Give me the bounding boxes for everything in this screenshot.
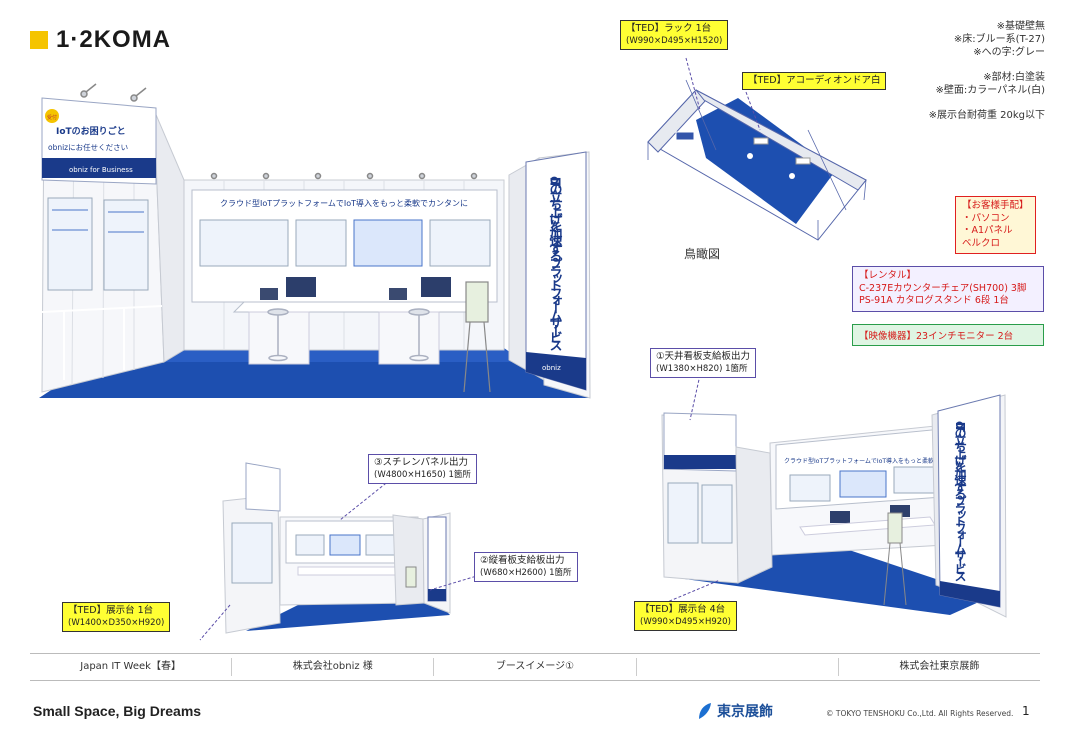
note-line: ※基礎壁無 — [996, 21, 1045, 32]
vertical-sign-text-small: IoTの立ち上げを加速するプラットフォームサービス — [953, 421, 967, 582]
booth-headline-small: クラウド型IoTプラットフォームでIoT導入をもっと柔軟 — [784, 457, 934, 465]
footer-info-table: Japan IT Week【春】 株式会社obniz 様 ブースイメージ① 株式… — [30, 653, 1040, 681]
video-box-text: 【映像機器】23インチモニター 2台 — [859, 331, 1014, 342]
rental-box-item: PS-91A カタログスタンド 6段 1台 — [859, 295, 1009, 306]
left-sign-brand: obniz for Business — [69, 166, 133, 174]
footer-event: Japan IT Week【春】 — [30, 658, 233, 676]
callout-title: 【TED】展示台 4台 — [640, 604, 726, 615]
brand-leaf-icon — [699, 703, 711, 719]
vertical-sign-brand: obniz — [542, 364, 561, 372]
customer-box-item: ・パソコン — [962, 212, 1010, 224]
callout-vertical: ②縦看板支給板出力 (W680×H2600) 1箇所 — [474, 552, 578, 582]
footer-title: ブースイメージ① — [434, 658, 637, 676]
callout-door: 【TED】アコーディオンドア白 — [742, 72, 887, 90]
customer-box-item: ベルクロ — [962, 237, 1001, 249]
callout-rack: 【TED】ラック 1台 (W990×D495×H1520) — [620, 20, 729, 50]
birdseye-label: 鳥瞰図 — [684, 247, 721, 261]
callout-title: ③スチレンパネル出力 — [374, 457, 469, 468]
callout-title: ②縦看板支給板出力 — [480, 555, 565, 566]
left-sign-line1: IoTのお困りごと — [56, 125, 126, 137]
rental-box-item: C-237Eカウンターチェア(SH700) 3脚 — [859, 282, 1027, 294]
callout-display-right: 【TED】展示台 4台 (W990×D495×H920) — [634, 601, 737, 631]
note-line: ※展示台耐荷重 20kg以下 — [928, 110, 1045, 121]
callout-size: (W990×D495×H920) — [640, 617, 731, 627]
rental-box: 【レンタル】 C-237Eカウンターチェア(SH700) 3脚 PS-91A カ… — [852, 266, 1044, 312]
callout-title: 【TED】ラック 1台 — [626, 23, 712, 34]
customer-box-title: 【お客様手配】 — [962, 200, 1029, 211]
callout-size: (W1400×D350×H920) — [68, 618, 165, 628]
callout-title: 【TED】展示台 1台 — [68, 605, 154, 616]
booth-render-right: クラウド型IoTプラットフォームでIoT導入をもっと柔軟 IoTの立ち上げを加速… — [661, 394, 1007, 618]
brand-name: 東京展飾 — [717, 704, 773, 720]
booth-render-main: クラウド型IoTプラットフォームでIoT導入をもっと柔軟でカンタンに IoTのお… — [39, 83, 591, 399]
callout-size: (W680×H2600) 1箇所 — [480, 568, 572, 578]
customer-arrangement-box: 【お客様手配】 ・パソコン ・A1パネル ベルクロ — [955, 196, 1036, 254]
left-sign-line2: obnizにお任せください — [48, 142, 128, 152]
callout-ceiling: ①天井看板支給板出力 (W1380×H820) 1箇所 — [650, 348, 757, 378]
logo-square-icon — [30, 31, 48, 49]
note-line: ※床:ブルー系(T-27) — [953, 34, 1045, 45]
birdseye-render — [647, 79, 867, 241]
customer-box-item: ・A1パネル — [962, 225, 1013, 236]
brand-logo: 東京展飾 — [697, 701, 773, 721]
note-line: ※への字:グレー — [973, 47, 1045, 58]
callout-size: (W990×D495×H1520) — [626, 36, 723, 46]
vertical-sign-text: IoTの立ち上げを加速するプラットフォームサービス — [547, 176, 564, 352]
footer-blank — [637, 658, 839, 676]
company-logo: 1·2KOMA — [30, 26, 171, 54]
tagline: Small Space, Big Dreams — [33, 703, 202, 719]
footer-company: 株式会社東京展飾 — [899, 661, 980, 672]
callout-styrene: ③スチレンパネル出力 (W4800×H1650) 1箇所 — [368, 454, 477, 484]
note-line: ※壁面:カラーパネル(白) — [935, 85, 1045, 96]
note-line: ※部材:白塗装 — [983, 72, 1045, 83]
booth-render-left — [222, 462, 451, 634]
callout-size: (W1380×H820) 1箇所 — [656, 364, 748, 374]
callout-title: 【TED】アコーディオンドア白 — [748, 75, 881, 86]
callout-size: (W4800×H1650) 1箇所 — [374, 470, 471, 480]
logo-text: 1·2KOMA — [56, 26, 172, 53]
spec-notes: ※基礎壁無 ※床:ブルー系(T-27) ※への字:グレー ※部材:白塗装 ※壁面… — [929, 20, 1045, 122]
callout-title: ①天井看板支給板出力 — [656, 351, 751, 362]
booth-headline: クラウド型IoTプラットフォームでIoT導入をもっと柔軟でカンタンに — [220, 198, 468, 208]
footer-client: 株式会社obniz 様 — [232, 658, 435, 676]
callout-display-left: 【TED】展示台 1台 (W1400×D350×H920) — [62, 602, 171, 632]
left-sign-badge: 受付 — [47, 114, 57, 121]
copyright: © TOKYO TENSHOKU Co.,Ltd. All Rights Res… — [826, 709, 1014, 718]
video-equipment-box: 【映像機器】23インチモニター 2台 — [852, 324, 1044, 346]
page-number: 1 — [1022, 704, 1030, 718]
rental-box-title: 【レンタル】 — [859, 270, 917, 281]
